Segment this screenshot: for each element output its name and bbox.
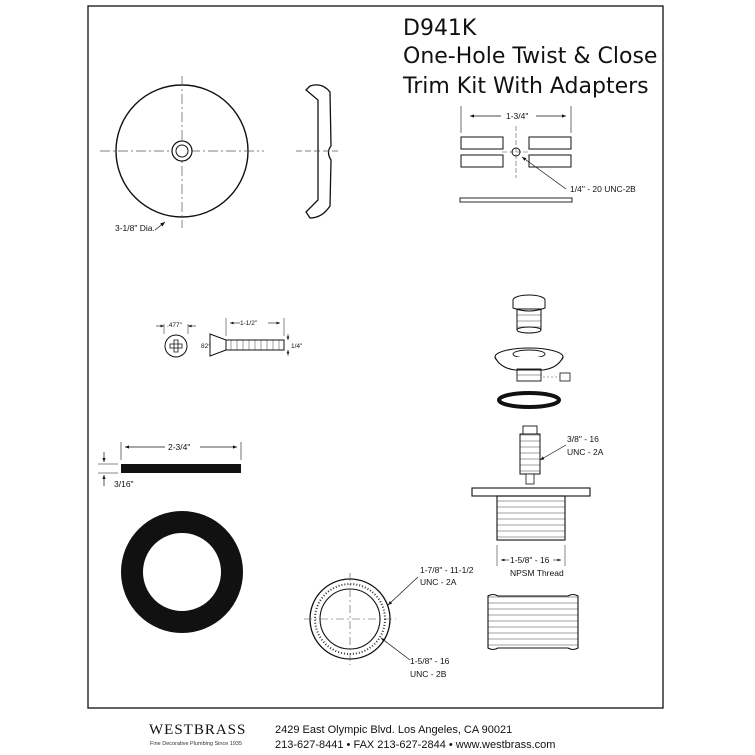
product-title-line2: Trim Kit With Adapters [403, 74, 649, 99]
stopper-stem [519, 425, 567, 485]
brand-tagline: Fine Decorative Plumbing Since 1935 [150, 741, 243, 747]
stopper-cap [512, 294, 546, 334]
faceplate-side-profile [296, 84, 340, 219]
faceplate-diameter-label: 3-1/8" Dia. [115, 223, 155, 233]
bracket-thread-label: 1/4" - 20 UNC-2B [570, 184, 636, 194]
stopper-flange [494, 347, 571, 382]
gasket-thickness-label: 3/16" [114, 479, 134, 489]
adapter-inner-thread-a: 1-5/8" - 16 [410, 656, 450, 666]
sheet-border [87, 5, 664, 709]
adapter-outer-thread-b: UNC - 2A [420, 577, 457, 587]
product-title-line1: One-Hole Twist & Close [403, 44, 658, 69]
gasket-ring [121, 511, 243, 633]
adapter-inner-thread-b: UNC - 2B [410, 669, 447, 679]
screw-angle-label: 82° [201, 342, 211, 350]
bracket-side-view [459, 197, 573, 203]
adapter-outer-thread-a: 1-7/8" - 11-1/2 [420, 565, 474, 575]
company-contact: 213-627-8441 • FAX 213-627-2844 • www.we… [275, 739, 556, 751]
adapter-ring-top-view [304, 573, 419, 665]
screw-dia-label: 1/4" [291, 343, 303, 350]
gasket-side-view [98, 442, 242, 486]
brand-logo: WESTBRASS [149, 722, 247, 738]
model-number: D941K [403, 16, 477, 41]
company-address: 2429 East Olympic Blvd. Los Angeles, CA … [275, 724, 513, 736]
drain-body [471, 487, 591, 566]
stopper-thread-label-a: 3/8" - 16 [567, 434, 599, 444]
gasket-width-label: 2-3/4" [168, 442, 190, 452]
bracket-top-view [460, 106, 572, 190]
adapter-sleeve-side-view [487, 593, 579, 651]
screw-side-view [209, 318, 290, 357]
faceplate-front-view [100, 76, 264, 231]
screw-head-view [156, 324, 196, 358]
bracket-width-label: 1-3/4" [506, 111, 528, 121]
body-thread-label-a: 1-5/8" - 16 [510, 555, 550, 565]
o-ring [497, 391, 561, 409]
screw-length-label: 1-1/2" [240, 320, 258, 327]
screw-head-label: .477" [167, 322, 183, 329]
stopper-thread-label-b: UNC - 2A [567, 447, 604, 457]
body-thread-label-b: NPSM Thread [510, 568, 564, 578]
